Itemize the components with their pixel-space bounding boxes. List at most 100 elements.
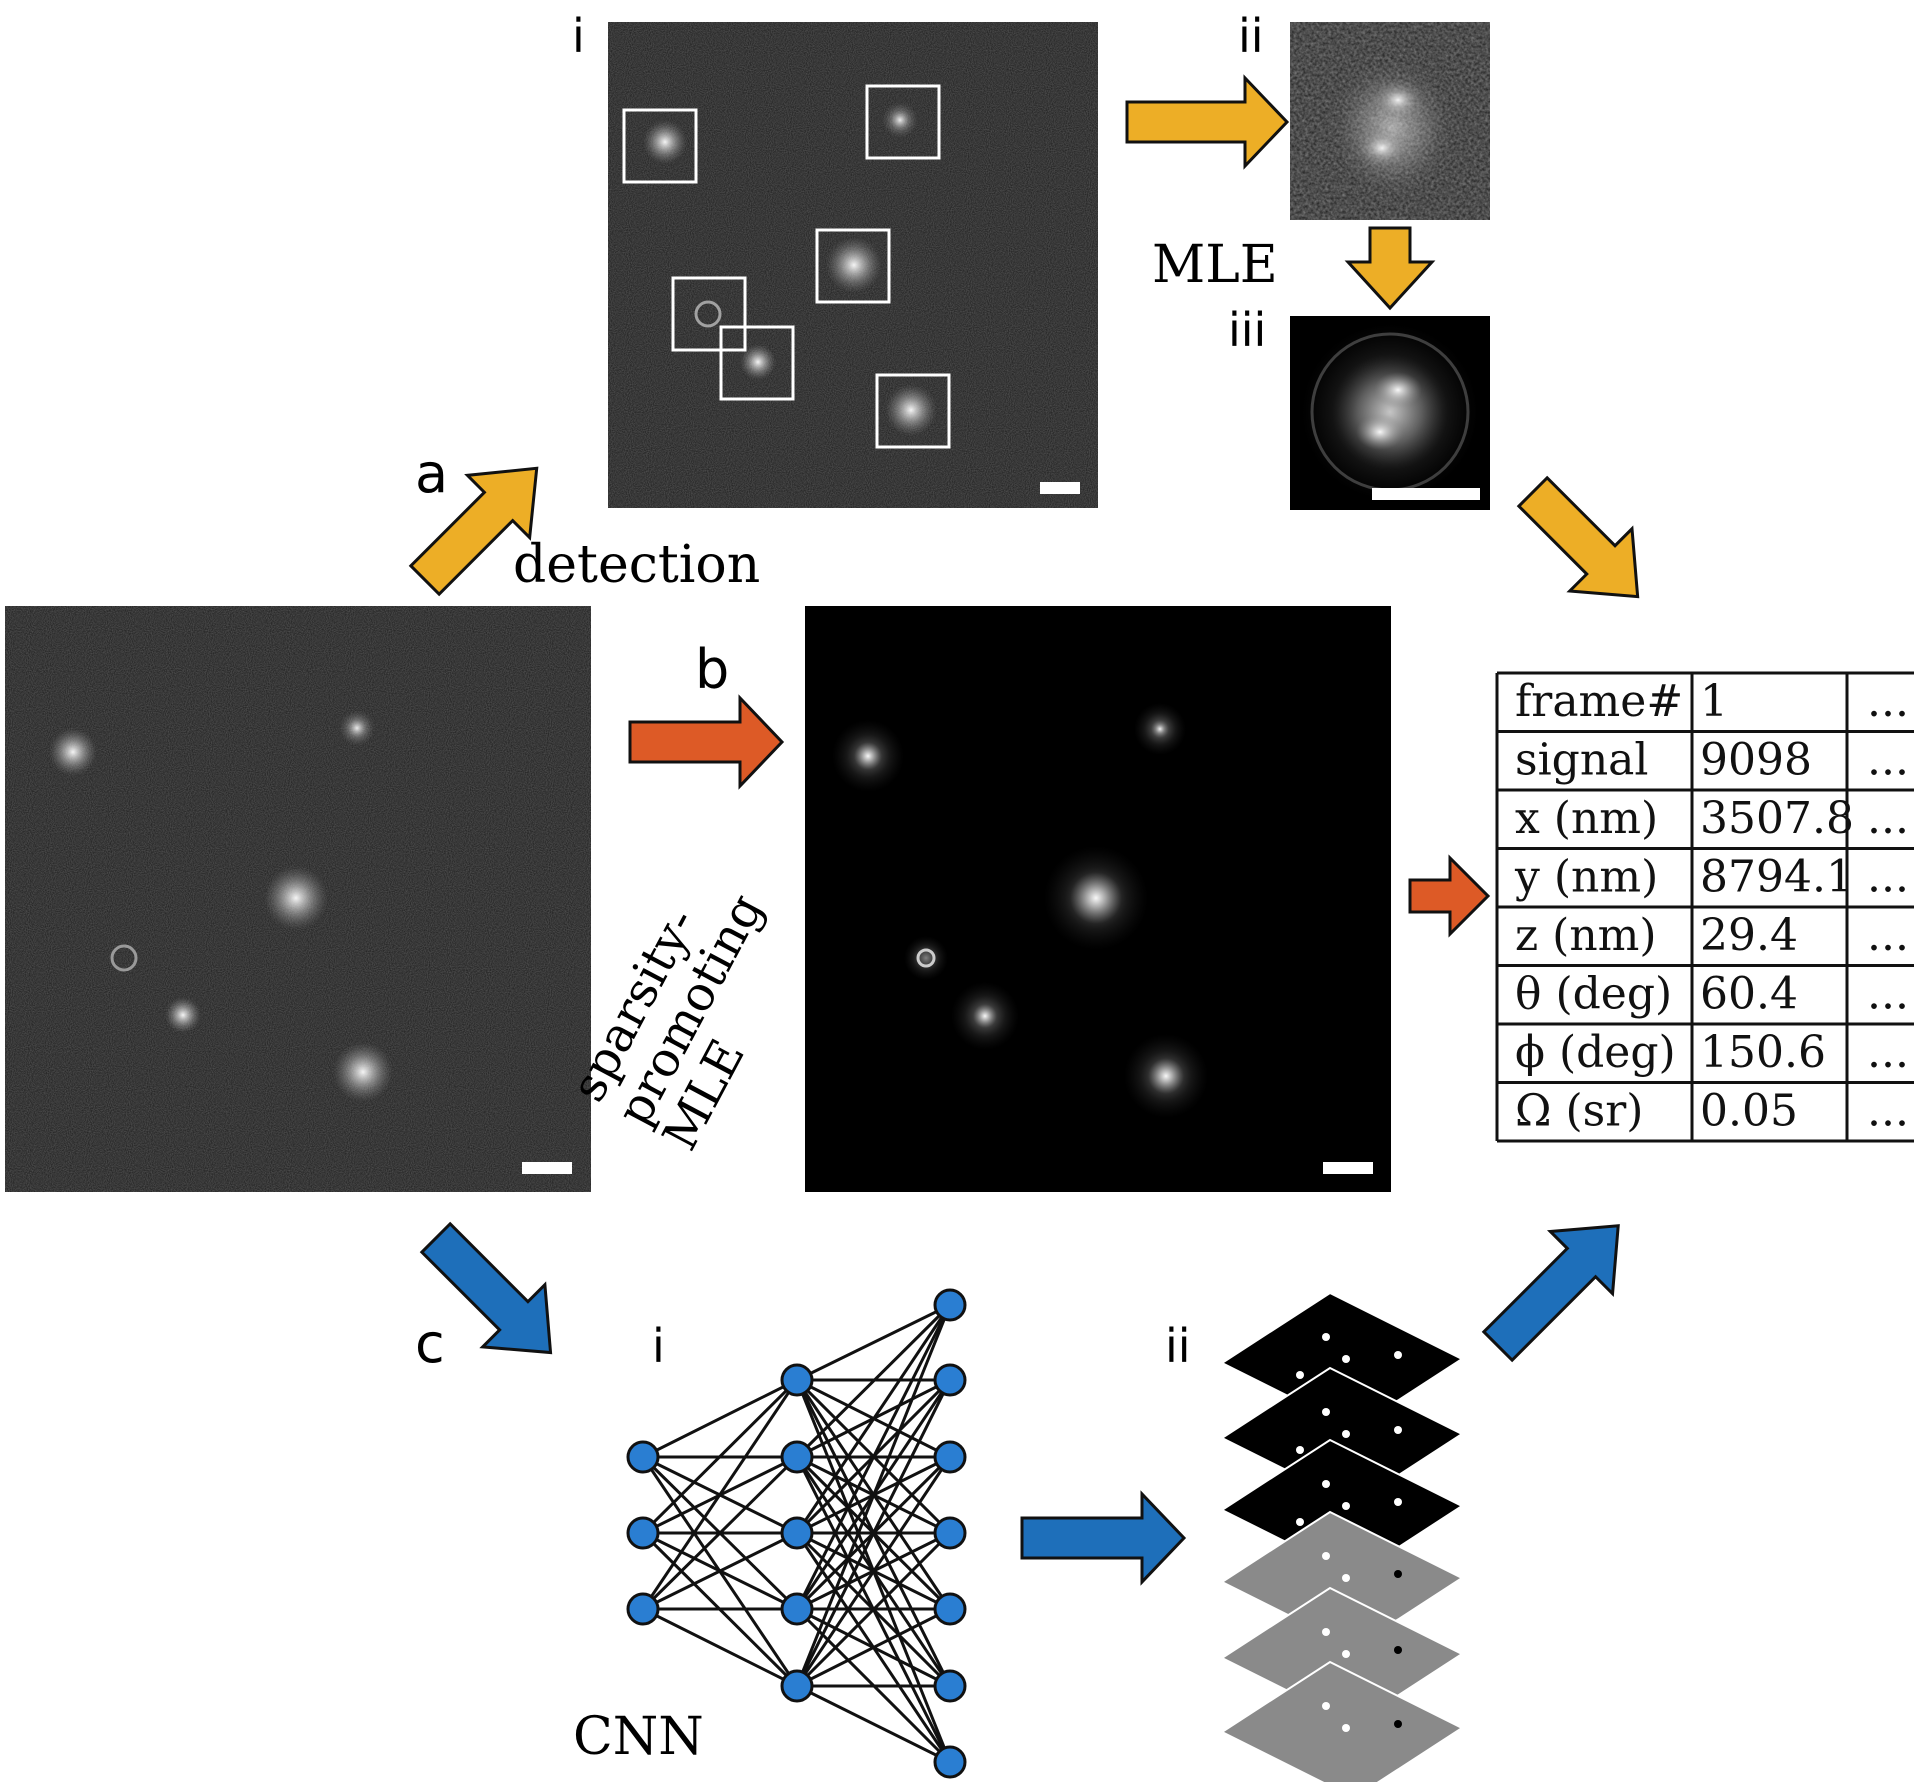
map-spot — [1342, 1724, 1350, 1732]
arrow-to-reconstruction — [628, 694, 785, 790]
map-spot — [1322, 1702, 1330, 1710]
arrow-to-crop — [1125, 74, 1290, 170]
network-edge — [795, 1456, 952, 1687]
subpanel-label-c-i: i — [652, 1319, 665, 1373]
emitter-spots — [643, 102, 937, 436]
arrow-to-table-from-cnn — [1481, 1224, 1620, 1363]
subpanel-label-c-ii: ii — [1165, 1319, 1191, 1373]
network-node — [626, 1516, 660, 1550]
block-arrow-icon — [408, 74, 1640, 1586]
network-edge — [796, 1684, 951, 1764]
map-spot — [1296, 1518, 1304, 1526]
table-cell-more: ... — [1867, 793, 1909, 844]
detection-label: detection — [513, 535, 760, 595]
network-edge — [641, 1378, 799, 1535]
table-cell-parameter: z (nm) — [1515, 910, 1657, 961]
arrow-to-table-from-b — [1408, 854, 1491, 938]
panel-label-a: a — [415, 442, 448, 505]
map-spot — [1394, 1570, 1402, 1578]
table-row: signal 9098... — [1515, 735, 1909, 786]
arrow-to-detection — [408, 466, 539, 597]
detection-frame-image — [608, 22, 1098, 508]
raw-frame-image — [5, 606, 591, 1192]
network-node — [933, 1363, 967, 1397]
table-cell-parameter: θ (deg) — [1515, 969, 1672, 1020]
table-row: y (nm)8794.1... — [1514, 852, 1909, 903]
network-edge — [642, 1378, 798, 1459]
mle-label: MLE — [1152, 235, 1278, 295]
sparsity-promoting-mle-label: sparsity- promoting MLE — [560, 885, 774, 1159]
network-edge — [642, 1531, 798, 1611]
network-edge — [642, 1607, 798, 1688]
network-node — [780, 1592, 814, 1626]
network-node — [780, 1440, 814, 1474]
network-node — [933, 1440, 967, 1474]
map-spot — [1394, 1426, 1402, 1434]
arrow-to-cnn — [419, 1221, 553, 1355]
network-edge — [795, 1379, 952, 1687]
scale-bar-icon — [1372, 488, 1480, 500]
table-row: ϕ (deg)150.6... — [1515, 1027, 1909, 1078]
arrow-to-output-maps — [1020, 1490, 1187, 1586]
map-spot — [1394, 1498, 1402, 1506]
map-spot — [1342, 1574, 1350, 1582]
table-cell-parameter: frame# — [1515, 676, 1683, 727]
map-spot — [1296, 1446, 1304, 1454]
network-edge — [641, 1455, 799, 1611]
table-cell-parameter: y (nm) — [1514, 852, 1658, 903]
table-cell-more: ... — [1867, 852, 1909, 903]
table-cell-parameter: Ω (sr) — [1515, 1086, 1643, 1137]
map-spot — [1342, 1650, 1350, 1658]
network-edge — [795, 1531, 952, 1688]
scale-bar-icon — [522, 1162, 572, 1174]
network-edge — [796, 1607, 951, 1688]
table-cell-more: ... — [1867, 910, 1909, 961]
table-cell-value: 60.4 — [1700, 969, 1798, 1020]
table-cell-value: 1 — [1700, 676, 1728, 727]
output-map-layer — [1219, 1660, 1465, 1782]
network-node — [933, 1288, 967, 1322]
table-cell-parameter: ϕ (deg) — [1515, 1027, 1676, 1078]
network-node — [626, 1440, 660, 1474]
network-node — [933, 1592, 967, 1626]
table-cell-parameter: signal — [1515, 735, 1648, 786]
map-spot — [1394, 1351, 1402, 1359]
table-cell-value: 0.05 — [1700, 1086, 1798, 1137]
map-spot — [1342, 1355, 1350, 1363]
fitted-psf-image — [1290, 316, 1490, 510]
network-edge — [796, 1303, 951, 1382]
map-spot — [1296, 1371, 1304, 1379]
neural-network-icon — [626, 1288, 967, 1779]
cnn-label: CNN — [573, 1707, 704, 1767]
rendered-psfs — [832, 703, 1208, 1118]
network-node — [933, 1516, 967, 1550]
table-grid — [1495, 671, 1914, 1143]
map-spot — [1342, 1430, 1350, 1438]
output-map-stack — [1219, 1291, 1465, 1782]
map-spot — [1322, 1552, 1330, 1560]
scale-bar-icon — [1040, 482, 1080, 494]
table-row: x (nm)3507.8... — [1515, 793, 1909, 844]
network-node — [780, 1516, 814, 1550]
table-row: z (nm) 29.4... — [1515, 910, 1909, 961]
table-cell-value: 29.4 — [1700, 910, 1798, 961]
detection-boxes — [622, 84, 951, 449]
sparsity-reconstruction-image — [805, 606, 1391, 1192]
table-cell-more: ... — [1867, 1027, 1909, 1078]
table-cell-parameter: x (nm) — [1515, 793, 1658, 844]
network-edge — [641, 1379, 799, 1610]
panel-label-c: c — [415, 1312, 445, 1375]
network-edge — [795, 1304, 952, 1687]
network-node — [933, 1745, 967, 1779]
map-spot — [1342, 1502, 1350, 1510]
network-node — [933, 1669, 967, 1703]
scale-bar-icon — [1323, 1162, 1373, 1174]
map-spot — [1322, 1628, 1330, 1636]
network-edge — [795, 1303, 952, 1459]
table-cell-value: 9098 — [1700, 735, 1812, 786]
network-node — [780, 1363, 814, 1397]
map-spot — [1322, 1333, 1330, 1341]
table-cell-more: ... — [1867, 735, 1909, 786]
table-row: frame#1... — [1515, 676, 1909, 727]
